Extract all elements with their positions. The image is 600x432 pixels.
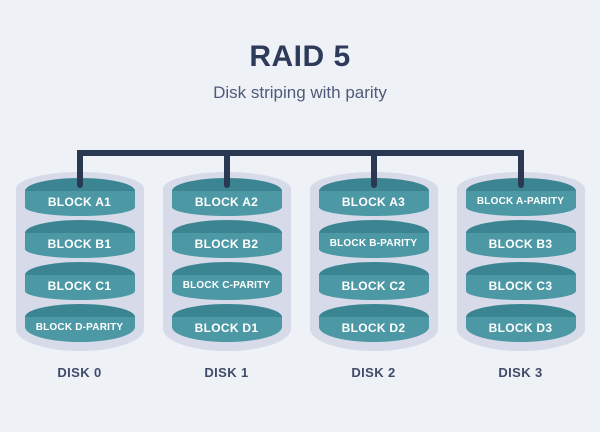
- block-label: BLOCK C-PARITY: [182, 280, 271, 291]
- bus-drop-line-disk1: [224, 150, 230, 188]
- block-label: BLOCK D-PARITY: [35, 322, 124, 333]
- block-label: BLOCK A1: [47, 195, 112, 209]
- cylinder-body: [465, 275, 576, 300]
- block-d3: BLOCK D3: [465, 304, 576, 342]
- disk-3: BLOCK A-PARITY BLOCK B3 BLOCK C3 BLOCK D…: [456, 172, 585, 380]
- disk-0-label: DISK 0: [57, 365, 102, 380]
- disk-0-cylinder-stack: BLOCK A1 BLOCK B1 BLOCK C1 BLOCK D-PARIT…: [15, 172, 144, 351]
- block-a3: BLOCK A3: [318, 178, 429, 216]
- cylinder-body: [24, 233, 135, 258]
- block-c2: BLOCK C2: [318, 262, 429, 300]
- bus-drop-line-disk0: [77, 150, 83, 188]
- diagram-subtitle: Disk striping with parity: [213, 83, 387, 102]
- block-label: BLOCK C3: [488, 279, 553, 293]
- cylinder-body: [465, 191, 576, 216]
- disk-2-cylinder-stack: BLOCK A3 BLOCK B-PARITY BLOCK C2 BLOCK D…: [309, 172, 438, 351]
- bus-line: [77, 150, 523, 156]
- disk-3-label: DISK 3: [498, 365, 543, 380]
- block-label: BLOCK C2: [341, 279, 406, 293]
- cylinder-body: [24, 317, 135, 342]
- cylinder-body: [171, 191, 282, 216]
- block-label: BLOCK D2: [341, 321, 406, 335]
- bus-drop-line-disk3: [518, 150, 524, 188]
- disk-1-label: DISK 1: [204, 365, 249, 380]
- block-d-parity: BLOCK D-PARITY: [24, 304, 135, 342]
- block-label: BLOCK A3: [341, 195, 406, 209]
- disk-row: BLOCK A1 BLOCK B1 BLOCK C1 BLOCK D-PARIT…: [0, 172, 600, 380]
- block-d2: BLOCK D2: [318, 304, 429, 342]
- block-b1: BLOCK B1: [24, 220, 135, 258]
- block-d1: BLOCK D1: [171, 304, 282, 342]
- block-c1: BLOCK C1: [24, 262, 135, 300]
- block-b2: BLOCK B2: [171, 220, 282, 258]
- block-b-parity: BLOCK B-PARITY: [318, 220, 429, 258]
- diagram-title: RAID 5: [249, 40, 351, 73]
- disk-2-label: DISK 2: [351, 365, 396, 380]
- cylinder-body: [171, 233, 282, 258]
- cylinder-body: [171, 275, 282, 300]
- disk-0: BLOCK A1 BLOCK B1 BLOCK C1 BLOCK D-PARIT…: [15, 172, 144, 380]
- block-label: BLOCK C1: [47, 279, 112, 293]
- bus-drop-line-disk2: [371, 150, 377, 188]
- cylinder-body: [318, 191, 429, 216]
- cylinder-body: [465, 317, 576, 342]
- block-label: BLOCK B1: [47, 237, 112, 251]
- disk-1: BLOCK A2 BLOCK B2 BLOCK C-PARITY BLOCK D…: [162, 172, 291, 380]
- block-label: BLOCK A-PARITY: [476, 196, 565, 207]
- cylinder-body: [318, 317, 429, 342]
- block-c3: BLOCK C3: [465, 262, 576, 300]
- block-c-parity: BLOCK C-PARITY: [171, 262, 282, 300]
- block-b3: BLOCK B3: [465, 220, 576, 258]
- cylinder-body: [24, 275, 135, 300]
- block-label: BLOCK A2: [194, 195, 259, 209]
- block-label: BLOCK D1: [194, 321, 259, 335]
- cylinder-body: [318, 233, 429, 258]
- disk-1-cylinder-stack: BLOCK A2 BLOCK B2 BLOCK C-PARITY BLOCK D…: [162, 172, 291, 351]
- cylinder-body: [171, 317, 282, 342]
- block-label: BLOCK B2: [194, 237, 259, 251]
- disk-3-cylinder-stack: BLOCK A-PARITY BLOCK B3 BLOCK C3 BLOCK D…: [456, 172, 585, 351]
- cylinder-body: [318, 275, 429, 300]
- diagram-header: RAID 5 Disk striping with parity: [0, 40, 600, 103]
- cylinder-body: [24, 191, 135, 216]
- block-label: BLOCK B3: [488, 237, 553, 251]
- block-label: BLOCK B-PARITY: [329, 238, 418, 249]
- block-label: BLOCK D3: [488, 321, 553, 335]
- cylinder-body: [465, 233, 576, 258]
- disk-2: BLOCK A3 BLOCK B-PARITY BLOCK C2 BLOCK D…: [309, 172, 438, 380]
